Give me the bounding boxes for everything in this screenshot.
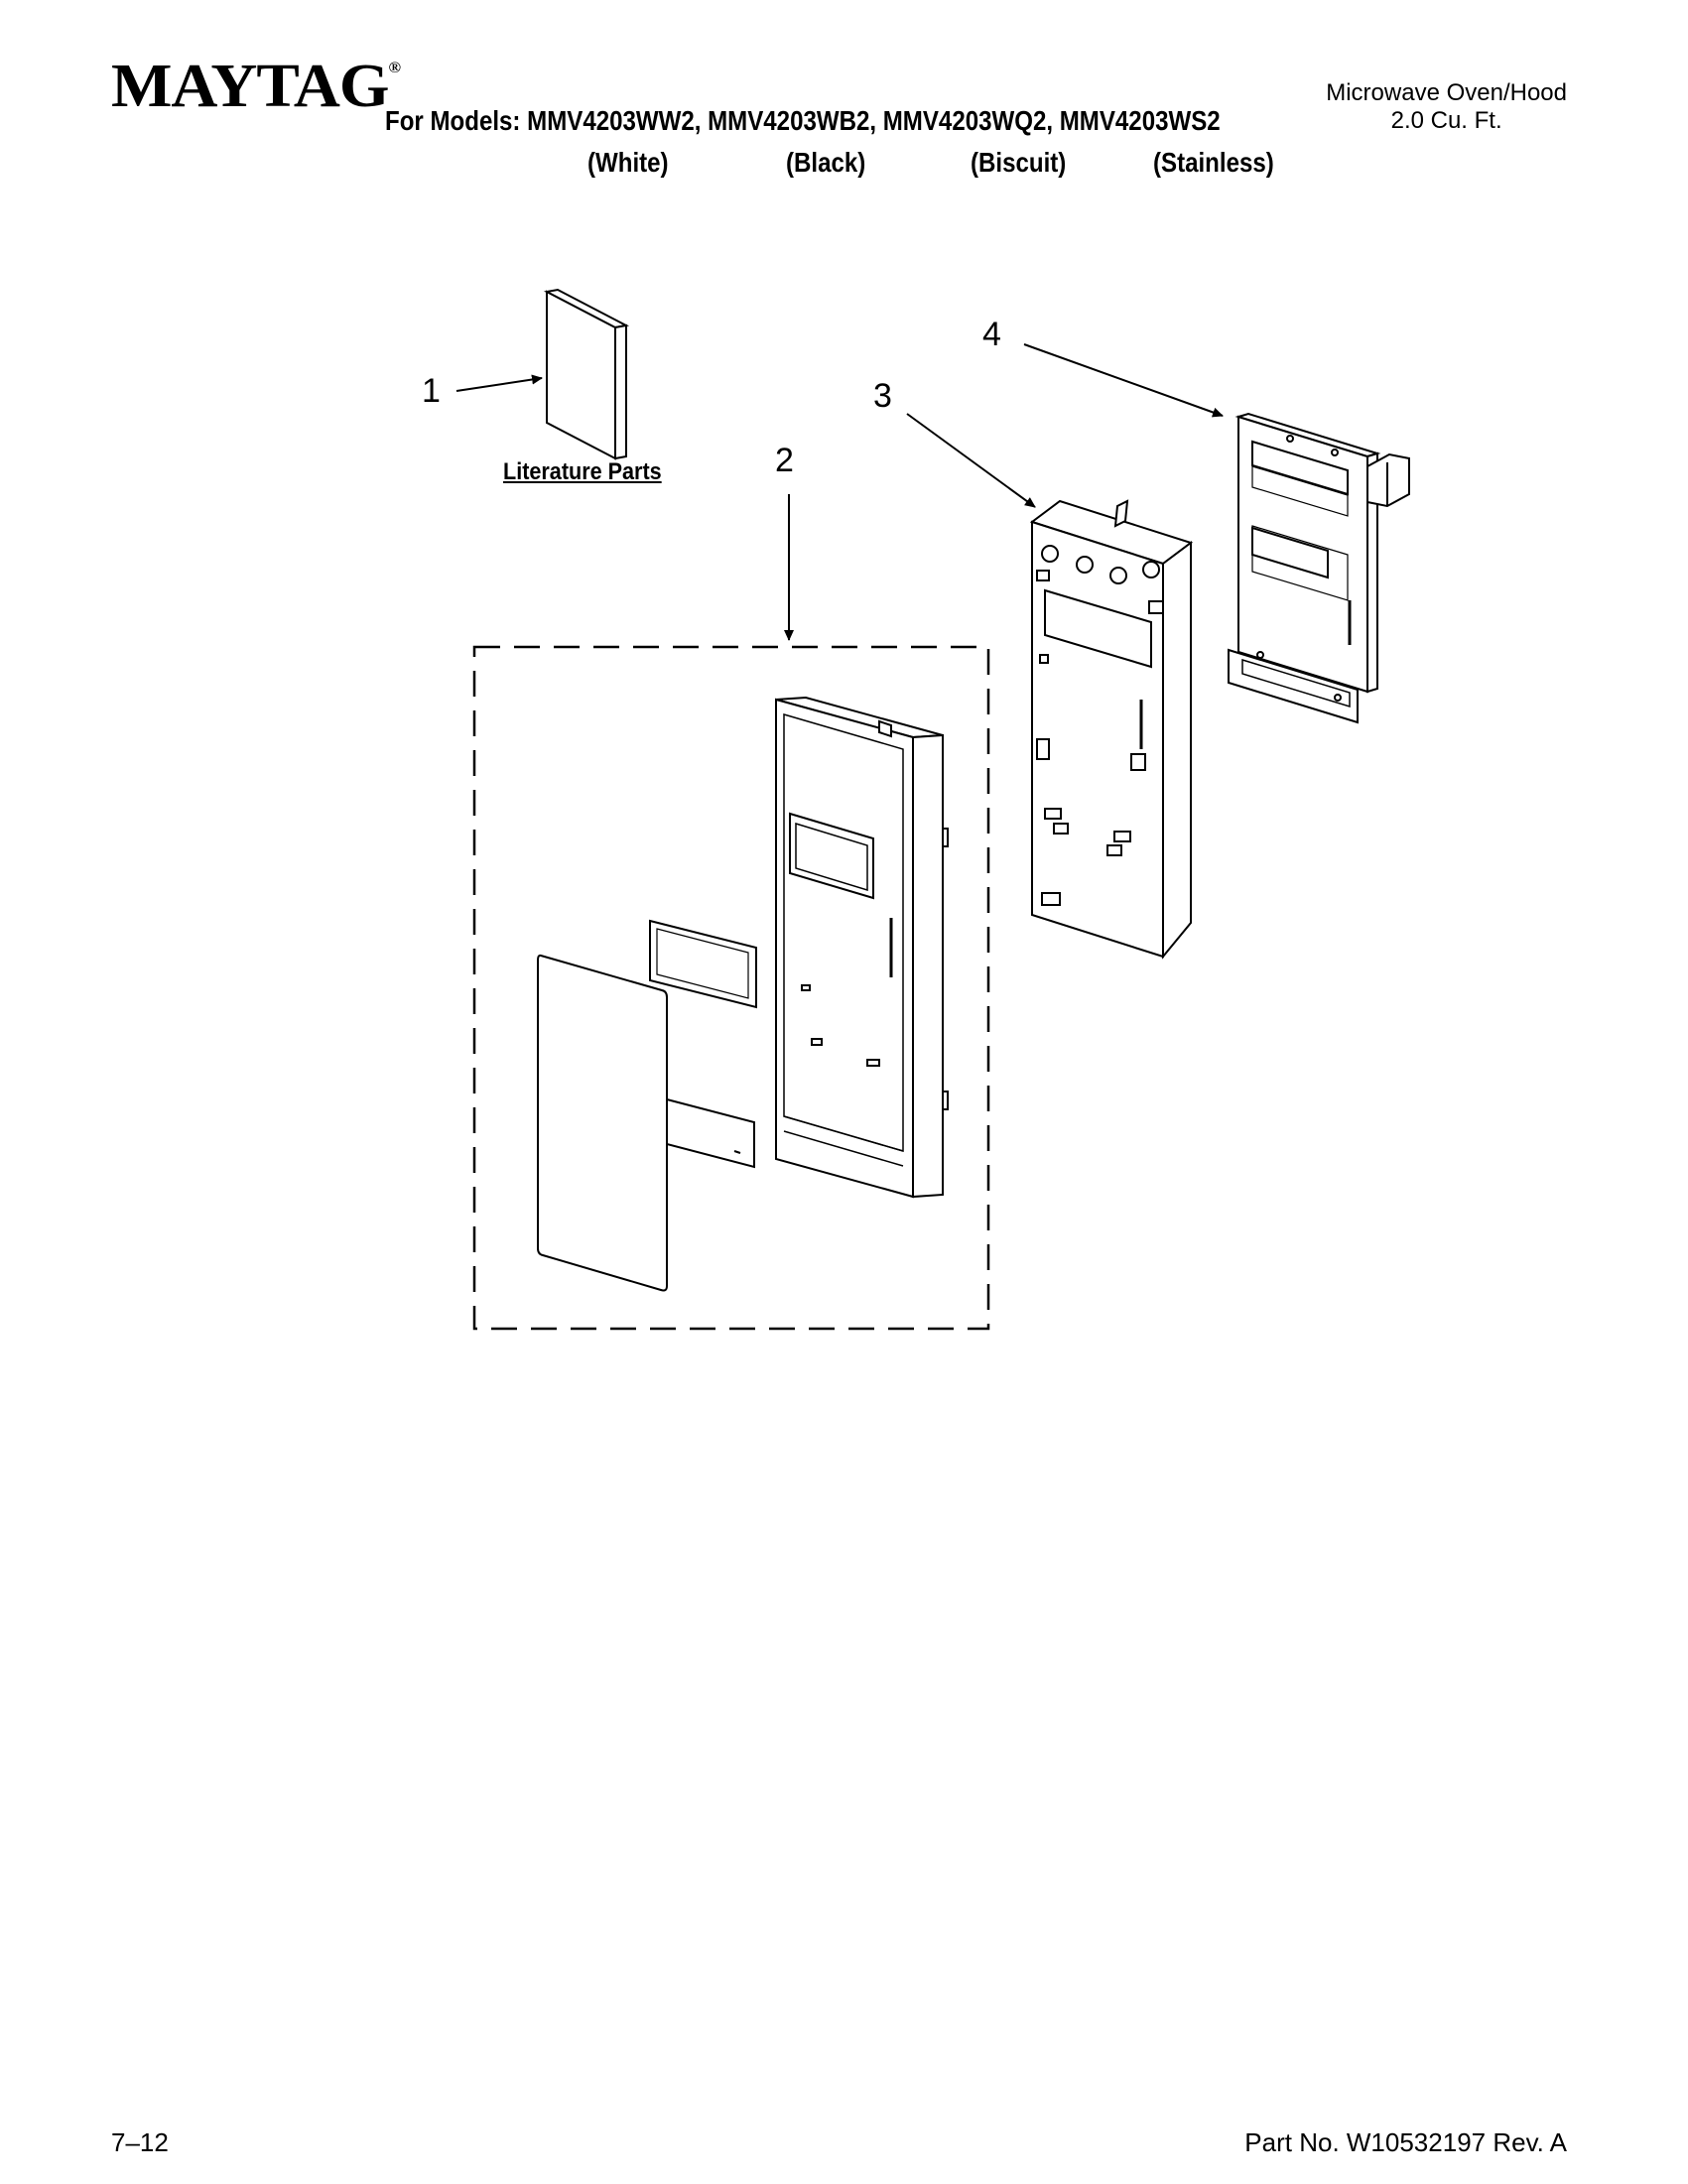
registered-mark: ® <box>388 60 401 76</box>
brand-logo: MAYTAG® <box>111 52 401 122</box>
part-4-control-board <box>1228 412 1410 724</box>
part-3-control-housing <box>1029 499 1194 960</box>
callout-4: 4 <box>982 316 1001 353</box>
color-stainless: (Stainless) <box>1153 147 1274 178</box>
part-2-control-panel-frame <box>775 696 949 1199</box>
callout-3: 3 <box>873 377 892 415</box>
color-white: (White) <box>587 147 669 178</box>
product-capacity: 2.0 Cu. Ft. <box>1390 107 1502 134</box>
callout-4-leader <box>1023 343 1224 418</box>
product-description: Microwave Oven/Hood 2.0 Cu. Ft. <box>1326 79 1567 135</box>
color-black: (Black) <box>786 147 866 178</box>
callout-1: 1 <box>422 372 441 410</box>
callout-1-leader <box>455 374 543 392</box>
brand-name: MAYTAG <box>111 53 389 120</box>
part-2-small-plate <box>666 1097 755 1169</box>
part-1-literature-booklet <box>543 288 630 460</box>
callout-3-leader <box>906 413 1036 508</box>
product-type: Microwave Oven/Hood <box>1326 79 1567 106</box>
part-number: Part No. W10532197 Rev. A <box>1244 2127 1567 2157</box>
page-number: 7–12 <box>111 2127 169 2157</box>
callout-2: 2 <box>775 442 794 479</box>
part-2-membrane-overlay <box>537 954 668 1292</box>
literature-parts-label: Literature Parts <box>503 458 662 485</box>
part-2-window-insert <box>649 919 757 1009</box>
color-biscuit: (Biscuit) <box>971 147 1067 178</box>
part-2-kit-boundary <box>472 645 990 1331</box>
models-line: For Models: MMV4203WW2, MMV4203WB2, MMV4… <box>385 105 1221 136</box>
